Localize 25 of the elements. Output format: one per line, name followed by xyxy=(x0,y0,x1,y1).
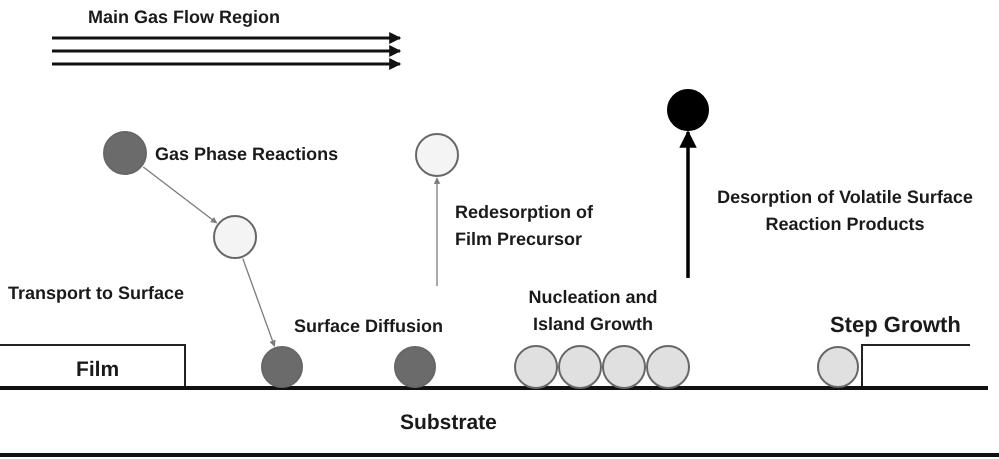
process-label: Gas Phase Reactions xyxy=(155,143,340,166)
process-label: Redesorption of Film Precursor xyxy=(455,201,594,251)
process-label: Film xyxy=(76,357,120,383)
arrow xyxy=(142,166,218,224)
particle xyxy=(817,346,859,388)
process-label: Main Gas Flow Region xyxy=(88,6,282,29)
particle xyxy=(667,89,709,131)
particle xyxy=(415,133,459,177)
arrow xyxy=(434,177,440,286)
particle xyxy=(103,131,147,175)
particle xyxy=(394,346,436,388)
thick-arrow xyxy=(679,130,697,278)
particle xyxy=(213,215,257,259)
particle xyxy=(558,345,602,389)
arrow xyxy=(242,258,276,347)
process-label: Substrate xyxy=(400,410,498,436)
process-label: Desorption of Volatile Surface Reaction Products xyxy=(716,186,974,236)
particle xyxy=(602,345,646,389)
process-label: Step Growth xyxy=(830,311,962,338)
process-label: Transport to Surface xyxy=(8,282,186,305)
process-label: Nucleation and Island Growth xyxy=(527,286,658,336)
particle xyxy=(646,345,690,389)
particle xyxy=(514,345,558,389)
particle xyxy=(261,346,303,388)
process-label: Surface Diffusion xyxy=(294,315,444,338)
